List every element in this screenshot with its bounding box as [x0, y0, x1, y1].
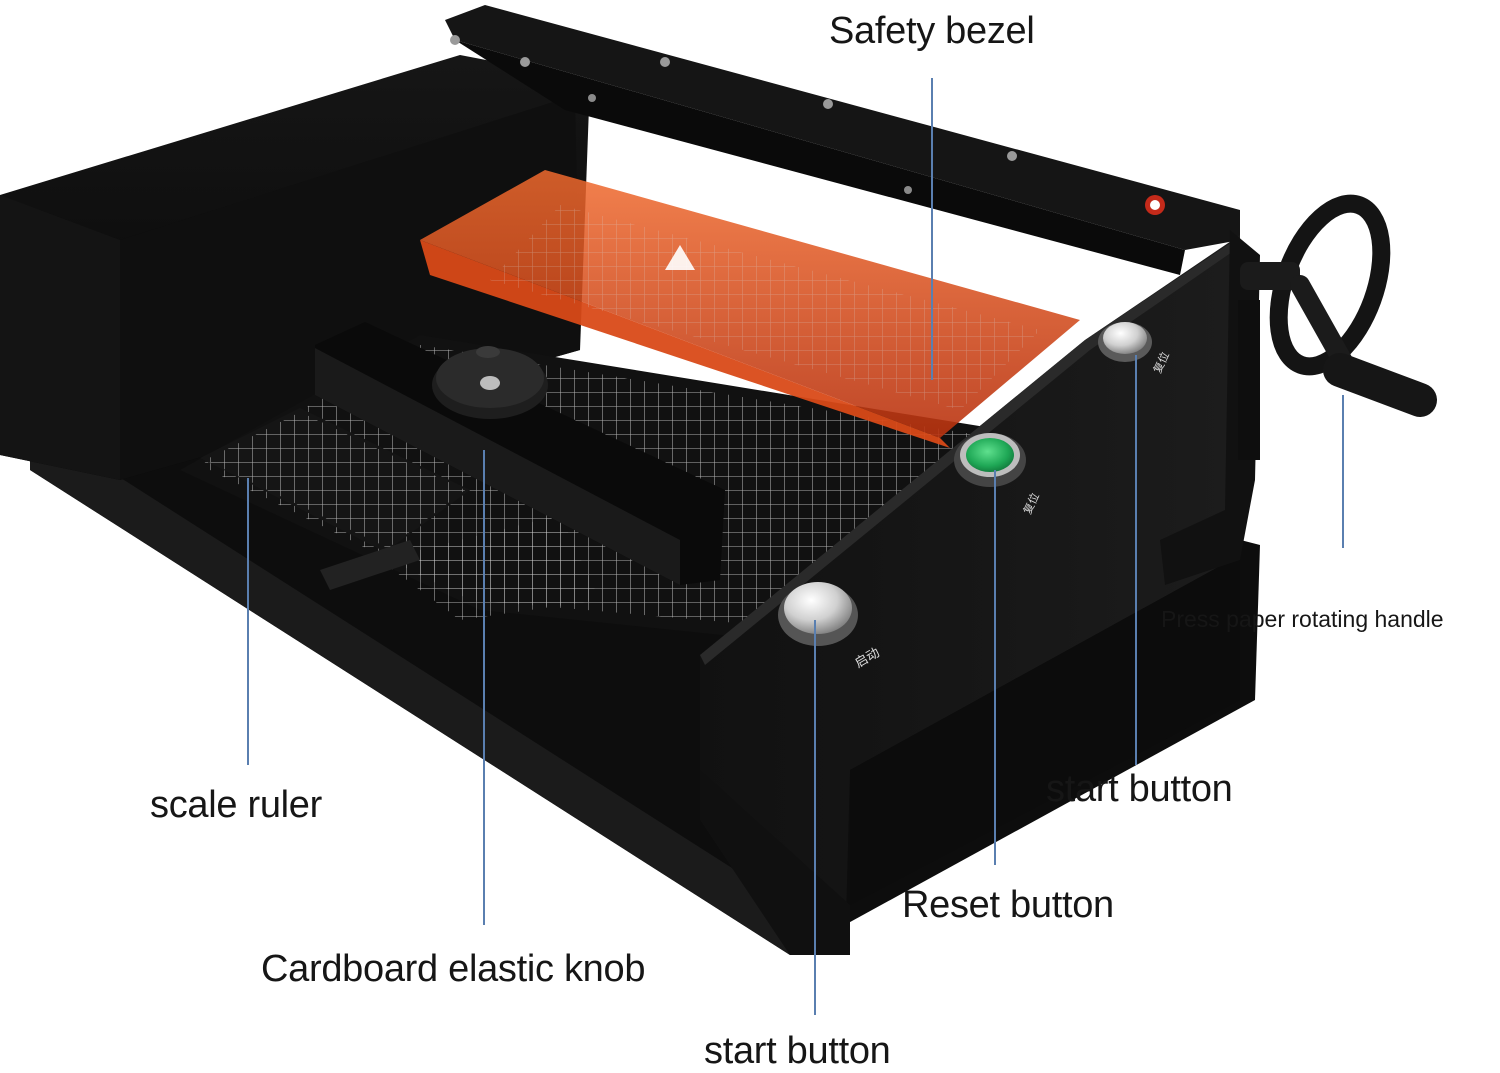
top-rail — [445, 5, 1240, 275]
label-safety-bezel: Safety bezel — [829, 10, 1035, 52]
label-press-paper-handle: Press paper rotating handle — [1161, 606, 1444, 632]
safety-bezel — [420, 170, 1080, 448]
back-gauge — [315, 322, 725, 585]
label-reset-button: Reset button — [902, 884, 1114, 926]
label-cardboard-knob: Cardboard elastic knob — [261, 948, 646, 990]
cardboard-elastic-knob — [432, 346, 548, 419]
control-panel — [700, 235, 1240, 955]
leader-lines — [247, 78, 1344, 1015]
crank-wheel-icon — [1160, 194, 1437, 585]
label-scale-ruler: scale ruler — [150, 784, 322, 826]
warning-triangle-icon — [665, 245, 695, 270]
label-start-button-bottom: start button — [704, 1030, 891, 1072]
scale-ruler — [200, 408, 600, 620]
reset-button-visual: 复位 — [954, 433, 1042, 516]
label-start-button-right: start button — [1046, 768, 1233, 810]
